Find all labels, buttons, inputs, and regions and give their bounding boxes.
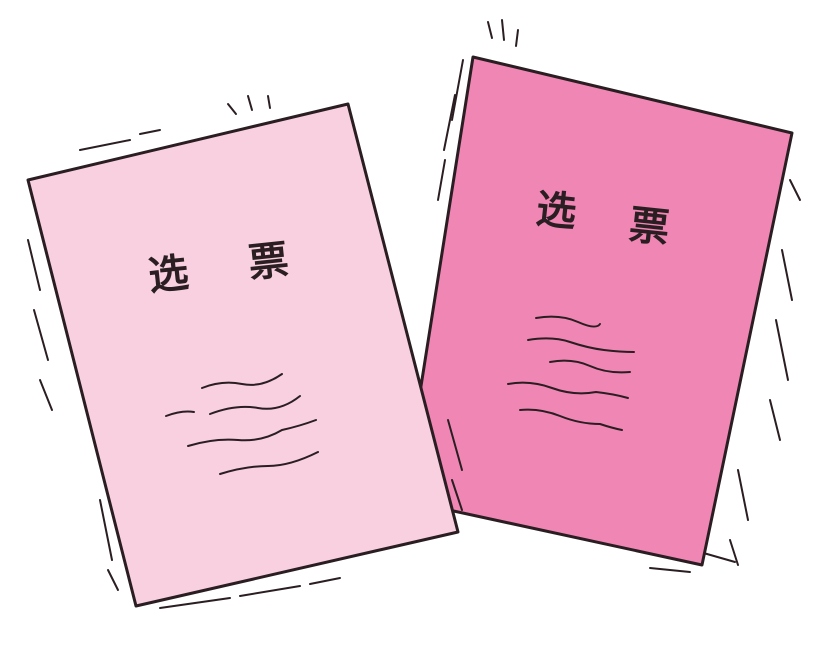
ballot-dark: 选 票	[401, 19, 801, 573]
ballot-dark-title-char-2: 票	[627, 202, 672, 252]
ballot-dark-sheet	[401, 55, 794, 567]
ballot-light-motion-lines	[27, 95, 463, 609]
ballot-light-sheet	[26, 102, 460, 608]
ballot-light-title-char-2: 票	[246, 237, 291, 287]
ballot-light: 选 票	[26, 95, 463, 609]
ballot-dark-scribble-lines	[507, 315, 635, 431]
ballot-dark-title-char-1: 选	[534, 186, 579, 236]
ballot-light-title-char-1: 选	[146, 250, 191, 300]
ballot-light-scribble-lines	[165, 373, 319, 475]
ballot-dark-motion-lines	[437, 19, 801, 573]
